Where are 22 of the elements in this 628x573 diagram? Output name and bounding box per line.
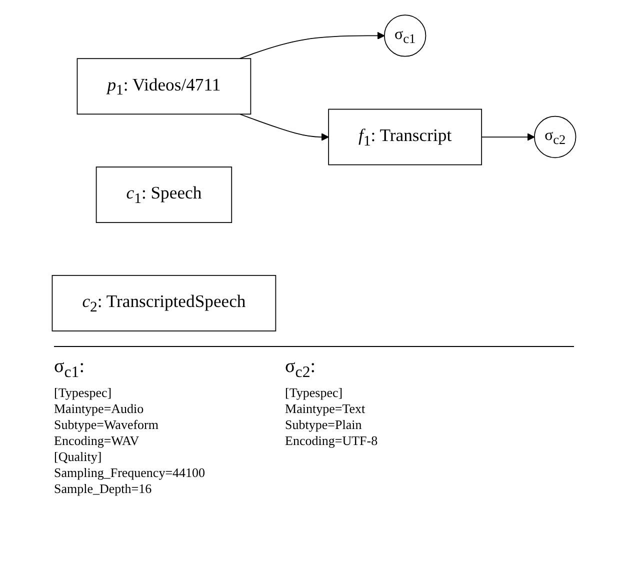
- note-heading: σ$_{c2}$:: [285, 355, 317, 383]
- spec-line: Encoding=WAV: [54, 432, 140, 449]
- arrow: [239, 32, 385, 60]
- node-box: f$_{1}$: Transcript: [328, 108, 482, 166]
- spec-line: Maintype=Text: [285, 400, 366, 417]
- spec-line: [Quality]: [54, 448, 103, 465]
- spec-line: [Typespec]: [285, 384, 344, 401]
- spec-line: Encoding=UTF-8: [285, 432, 378, 449]
- node-circle: σ$_{c2}$: [534, 116, 576, 158]
- spec-line: Sample_Depth=16: [54, 480, 153, 497]
- note-heading: σ$_{c1}$:: [54, 355, 86, 383]
- node-box: p$_{1}$: Videos/4711: [76, 58, 252, 115]
- spec-line: Maintype=Audio: [54, 400, 145, 417]
- node-circle: σ$_{c1}$: [384, 14, 426, 57]
- spec-line: Sampling_Frequency=44100: [54, 464, 206, 481]
- arrow: [481, 133, 535, 141]
- arrow: [239, 114, 329, 141]
- node-box: c$_{2}$: TranscriptedSpeech: [52, 274, 276, 332]
- spec-line: Subtype=Plain: [285, 416, 363, 433]
- spec-line: Subtype=Waveform: [54, 416, 160, 433]
- spec-line: [Typespec]: [54, 384, 113, 401]
- node-box: c$_{1}$: Speech: [96, 166, 232, 223]
